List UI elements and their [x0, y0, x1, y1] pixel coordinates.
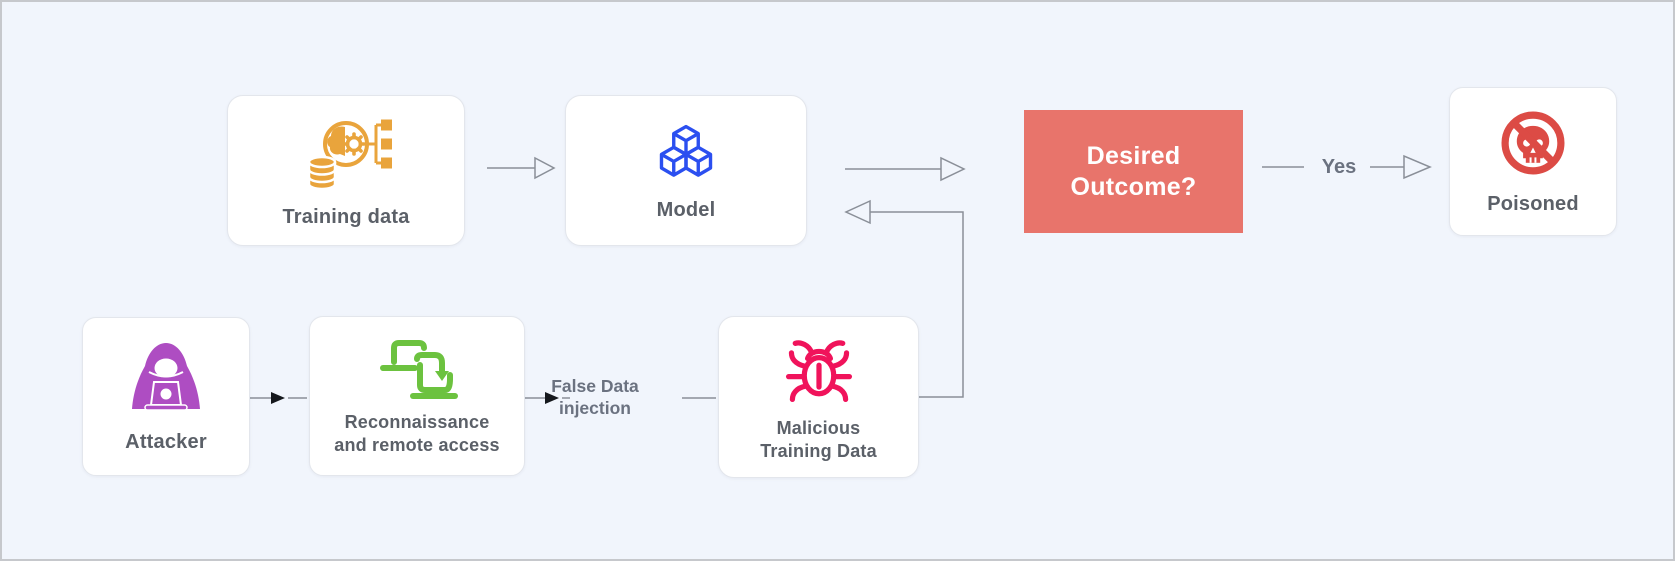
node-label: Training data	[282, 206, 410, 228]
decision-label-line2: Outcome?	[1070, 172, 1197, 201]
edge-model-to-desired-outcome	[845, 156, 966, 182]
training-data-icon	[298, 112, 394, 192]
open-arrowhead-left-icon	[844, 199, 871, 225]
node-label-line2: Training Data	[760, 441, 877, 461]
down-arrowhead-icon	[435, 371, 449, 381]
edge-training-to-model	[487, 156, 556, 180]
edge-attacker-to-recon	[248, 392, 307, 404]
solid-arrowhead-icon	[545, 392, 559, 404]
node-desired-outcome: Desired Outcome?	[1024, 110, 1243, 233]
decision-label-line1: Desired	[1086, 141, 1181, 170]
remote-screens-icon	[375, 335, 459, 401]
node-training-data: Training data	[227, 95, 465, 246]
open-arrowhead-icon	[940, 156, 966, 182]
node-label: Model	[656, 199, 716, 221]
database-icon	[307, 155, 337, 191]
open-arrowhead-icon	[1403, 154, 1432, 180]
edge-malicious-to-model-feedback	[844, 199, 964, 398]
open-arrowhead-icon	[534, 156, 556, 180]
laptop-icon	[144, 381, 188, 411]
node-label: Poisoned	[1487, 193, 1579, 215]
node-poisoned: Poisoned	[1449, 87, 1617, 236]
node-model: Model	[565, 95, 807, 246]
node-label: Malicious Training Data	[760, 417, 877, 463]
model-cubes-icon	[648, 119, 724, 185]
node-label-line1: Malicious	[776, 418, 861, 438]
node-label-line2: and remote access	[334, 435, 500, 455]
down-arrow-curve	[414, 352, 445, 374]
node-label-line1: Reconnaissance	[344, 412, 490, 432]
gear-icon	[342, 132, 366, 156]
solid-arrowhead-icon	[271, 392, 285, 404]
false-data-label-line1: False Data	[551, 376, 639, 396]
hooded-hacker-icon	[125, 339, 207, 417]
false-data-injection-label: False Data injection	[530, 376, 660, 419]
brain-half-icon	[327, 126, 345, 156]
edge-desired-outcome-to-poisoned	[1262, 154, 1432, 180]
edge-recon-to-malicious	[523, 392, 716, 404]
node-label: Reconnaissance and remote access	[334, 411, 500, 457]
node-attacker: Attacker	[82, 317, 250, 476]
yes-edge-label: Yes	[1321, 156, 1357, 178]
bug-icon	[781, 331, 857, 407]
node-malicious-training-data: Malicious Training Data	[718, 316, 919, 478]
no-entry-ring-icon	[1501, 111, 1565, 175]
hierarchy-tree-icon	[367, 119, 392, 169]
face	[154, 358, 178, 378]
no-skull-icon	[1497, 107, 1569, 179]
node-label: Attacker	[125, 431, 207, 453]
false-data-label-line2: injection	[559, 397, 631, 418]
node-reconnaissance: Reconnaissance and remote access	[309, 316, 525, 476]
